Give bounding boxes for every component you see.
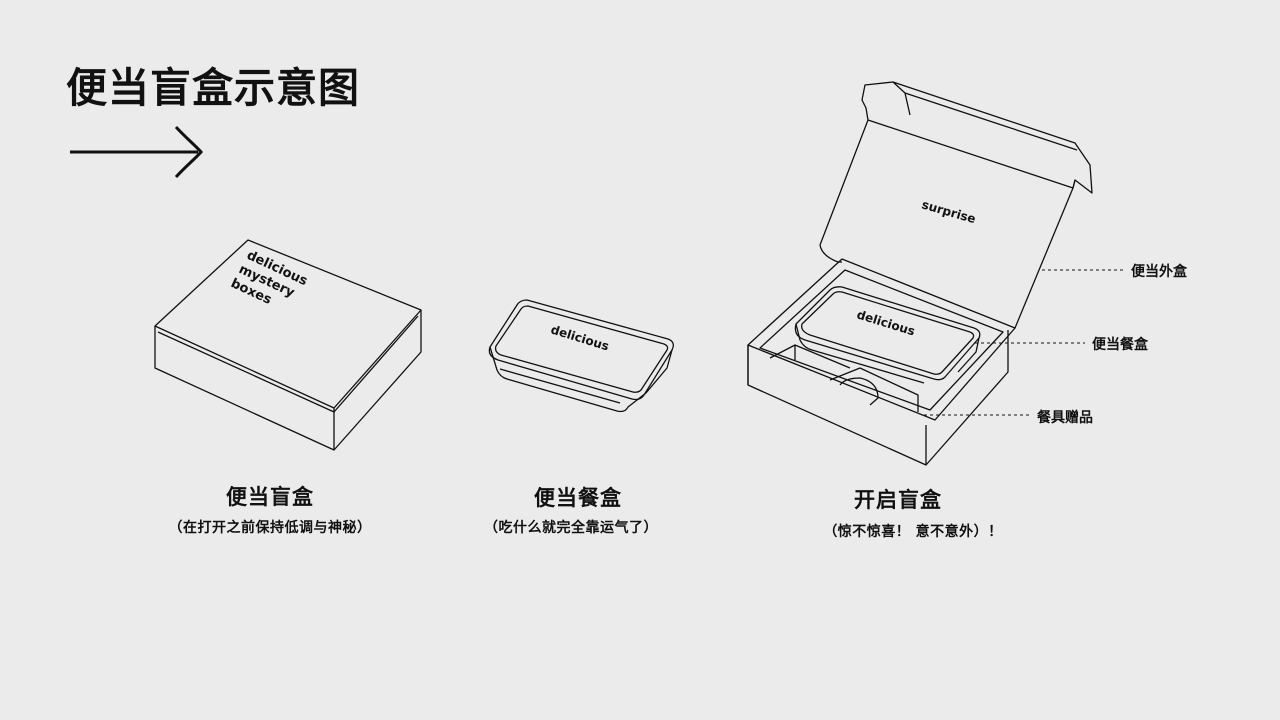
closed-box-subtitle: （在打开之前保持低调与神秘） bbox=[168, 520, 372, 536]
meal-box-subtitle: （吃什么就完全靠运气了） bbox=[484, 520, 658, 536]
meal-box-title: 便当餐盒 bbox=[534, 486, 622, 510]
open-lid-print: surprise bbox=[920, 197, 977, 226]
callout-outer-box: 便当外盒 bbox=[1131, 264, 1187, 280]
closed-box-illustration bbox=[154, 239, 422, 451]
meal-tray-illustration bbox=[488, 299, 674, 413]
arrow-right-icon bbox=[70, 125, 203, 179]
open-box-title: 开启盲盒 bbox=[854, 488, 942, 512]
callout-meal-box: 便当餐盒 bbox=[1092, 337, 1148, 353]
open-box-illustration bbox=[747, 81, 1093, 466]
callout-utensil-gift: 餐具赠品 bbox=[1037, 410, 1093, 426]
page-title: 便当盲盒示意图 bbox=[66, 64, 360, 112]
open-box-subtitle: （惊不惊喜！ 意不意外）！ bbox=[823, 524, 1003, 540]
closed-box-title: 便当盲盒 bbox=[226, 485, 314, 509]
